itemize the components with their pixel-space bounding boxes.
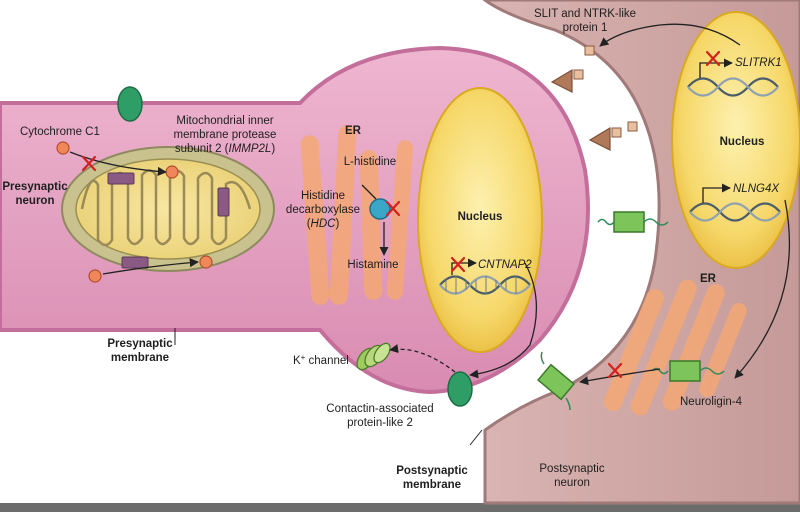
postsynaptic-membrane-label-1: Postsynaptic xyxy=(396,465,468,477)
cntnap2-gene-label: CNTNAP2 xyxy=(478,259,532,271)
cntnap2-protein-icon xyxy=(117,86,143,122)
mito-protease-label-1: Mitochondrial inner xyxy=(176,115,273,127)
nucleus-presynaptic-label: Nucleus xyxy=(458,211,503,223)
mitochondrion xyxy=(61,146,275,272)
nucleus-postsynaptic-label: Nucleus xyxy=(720,136,765,148)
hdc-label-1: Histidine xyxy=(301,190,345,202)
nucleus-presynaptic xyxy=(417,87,543,353)
neuroligin-protein-icon xyxy=(537,211,725,411)
hdc-label-2: decarboxylase xyxy=(286,204,360,216)
histamine-label: Histamine xyxy=(347,259,398,271)
presynaptic-neuron-label-1: Presynaptic xyxy=(2,181,68,193)
cntnap2-protein-icon xyxy=(447,371,473,407)
slitrk1-protein-label-2: protein 1 xyxy=(563,22,608,34)
presynaptic-neuron-label-2: neuron xyxy=(16,195,55,207)
l-histidine-label: L-histidine xyxy=(344,156,396,168)
caspr2-label-2: protein-like 2 xyxy=(347,417,413,429)
er-postsynaptic-label: ER xyxy=(700,273,717,285)
caspr2-label-1: Contactin-associated xyxy=(326,403,433,415)
postsynaptic-membrane-label-2: membrane xyxy=(403,479,461,491)
hdc-enzyme-icon xyxy=(369,198,391,220)
postsynaptic-neuron-label-2: neuron xyxy=(554,477,590,489)
dna-helix-nlgn4x xyxy=(689,202,781,222)
mito-protease-label-2: membrane protease xyxy=(174,129,277,141)
slitrk1-gene-label: SLITRK1 xyxy=(735,57,782,69)
dna-helix-cntnap2 xyxy=(439,275,531,295)
postsynaptic-neuron-label-1: Postsynaptic xyxy=(539,463,604,475)
nlgn4x-gene-label: NLNG4X xyxy=(733,183,780,195)
cytochrome-label: Cytochrome C1 xyxy=(20,126,100,138)
slitrk1-protein-label-1: SLIT and NTRK-like xyxy=(534,8,636,20)
mito-protease-label-3: subunit 2 (IMMP2L) xyxy=(175,143,276,155)
bent-arrow-icon xyxy=(699,58,733,78)
neuroligin-label: Neuroligin-4 xyxy=(680,396,743,408)
slitrk1-protein-icon xyxy=(550,45,638,151)
k-channel-label: K+ channel xyxy=(293,353,349,367)
bent-arrow-icon xyxy=(702,183,731,203)
presynaptic-membrane-label-1: Presynaptic xyxy=(107,338,173,350)
hdc-label-3: (HDC) xyxy=(307,218,340,230)
dna-helix-slitrk1 xyxy=(687,77,779,97)
red-x-icon xyxy=(81,50,721,379)
bottom-border xyxy=(0,503,800,512)
presynaptic-membrane-label-2: membrane xyxy=(111,352,169,364)
er-presynaptic-label: ER xyxy=(345,125,362,137)
immp2l-protein-icon xyxy=(107,172,230,269)
k-channel-icon xyxy=(356,342,391,371)
